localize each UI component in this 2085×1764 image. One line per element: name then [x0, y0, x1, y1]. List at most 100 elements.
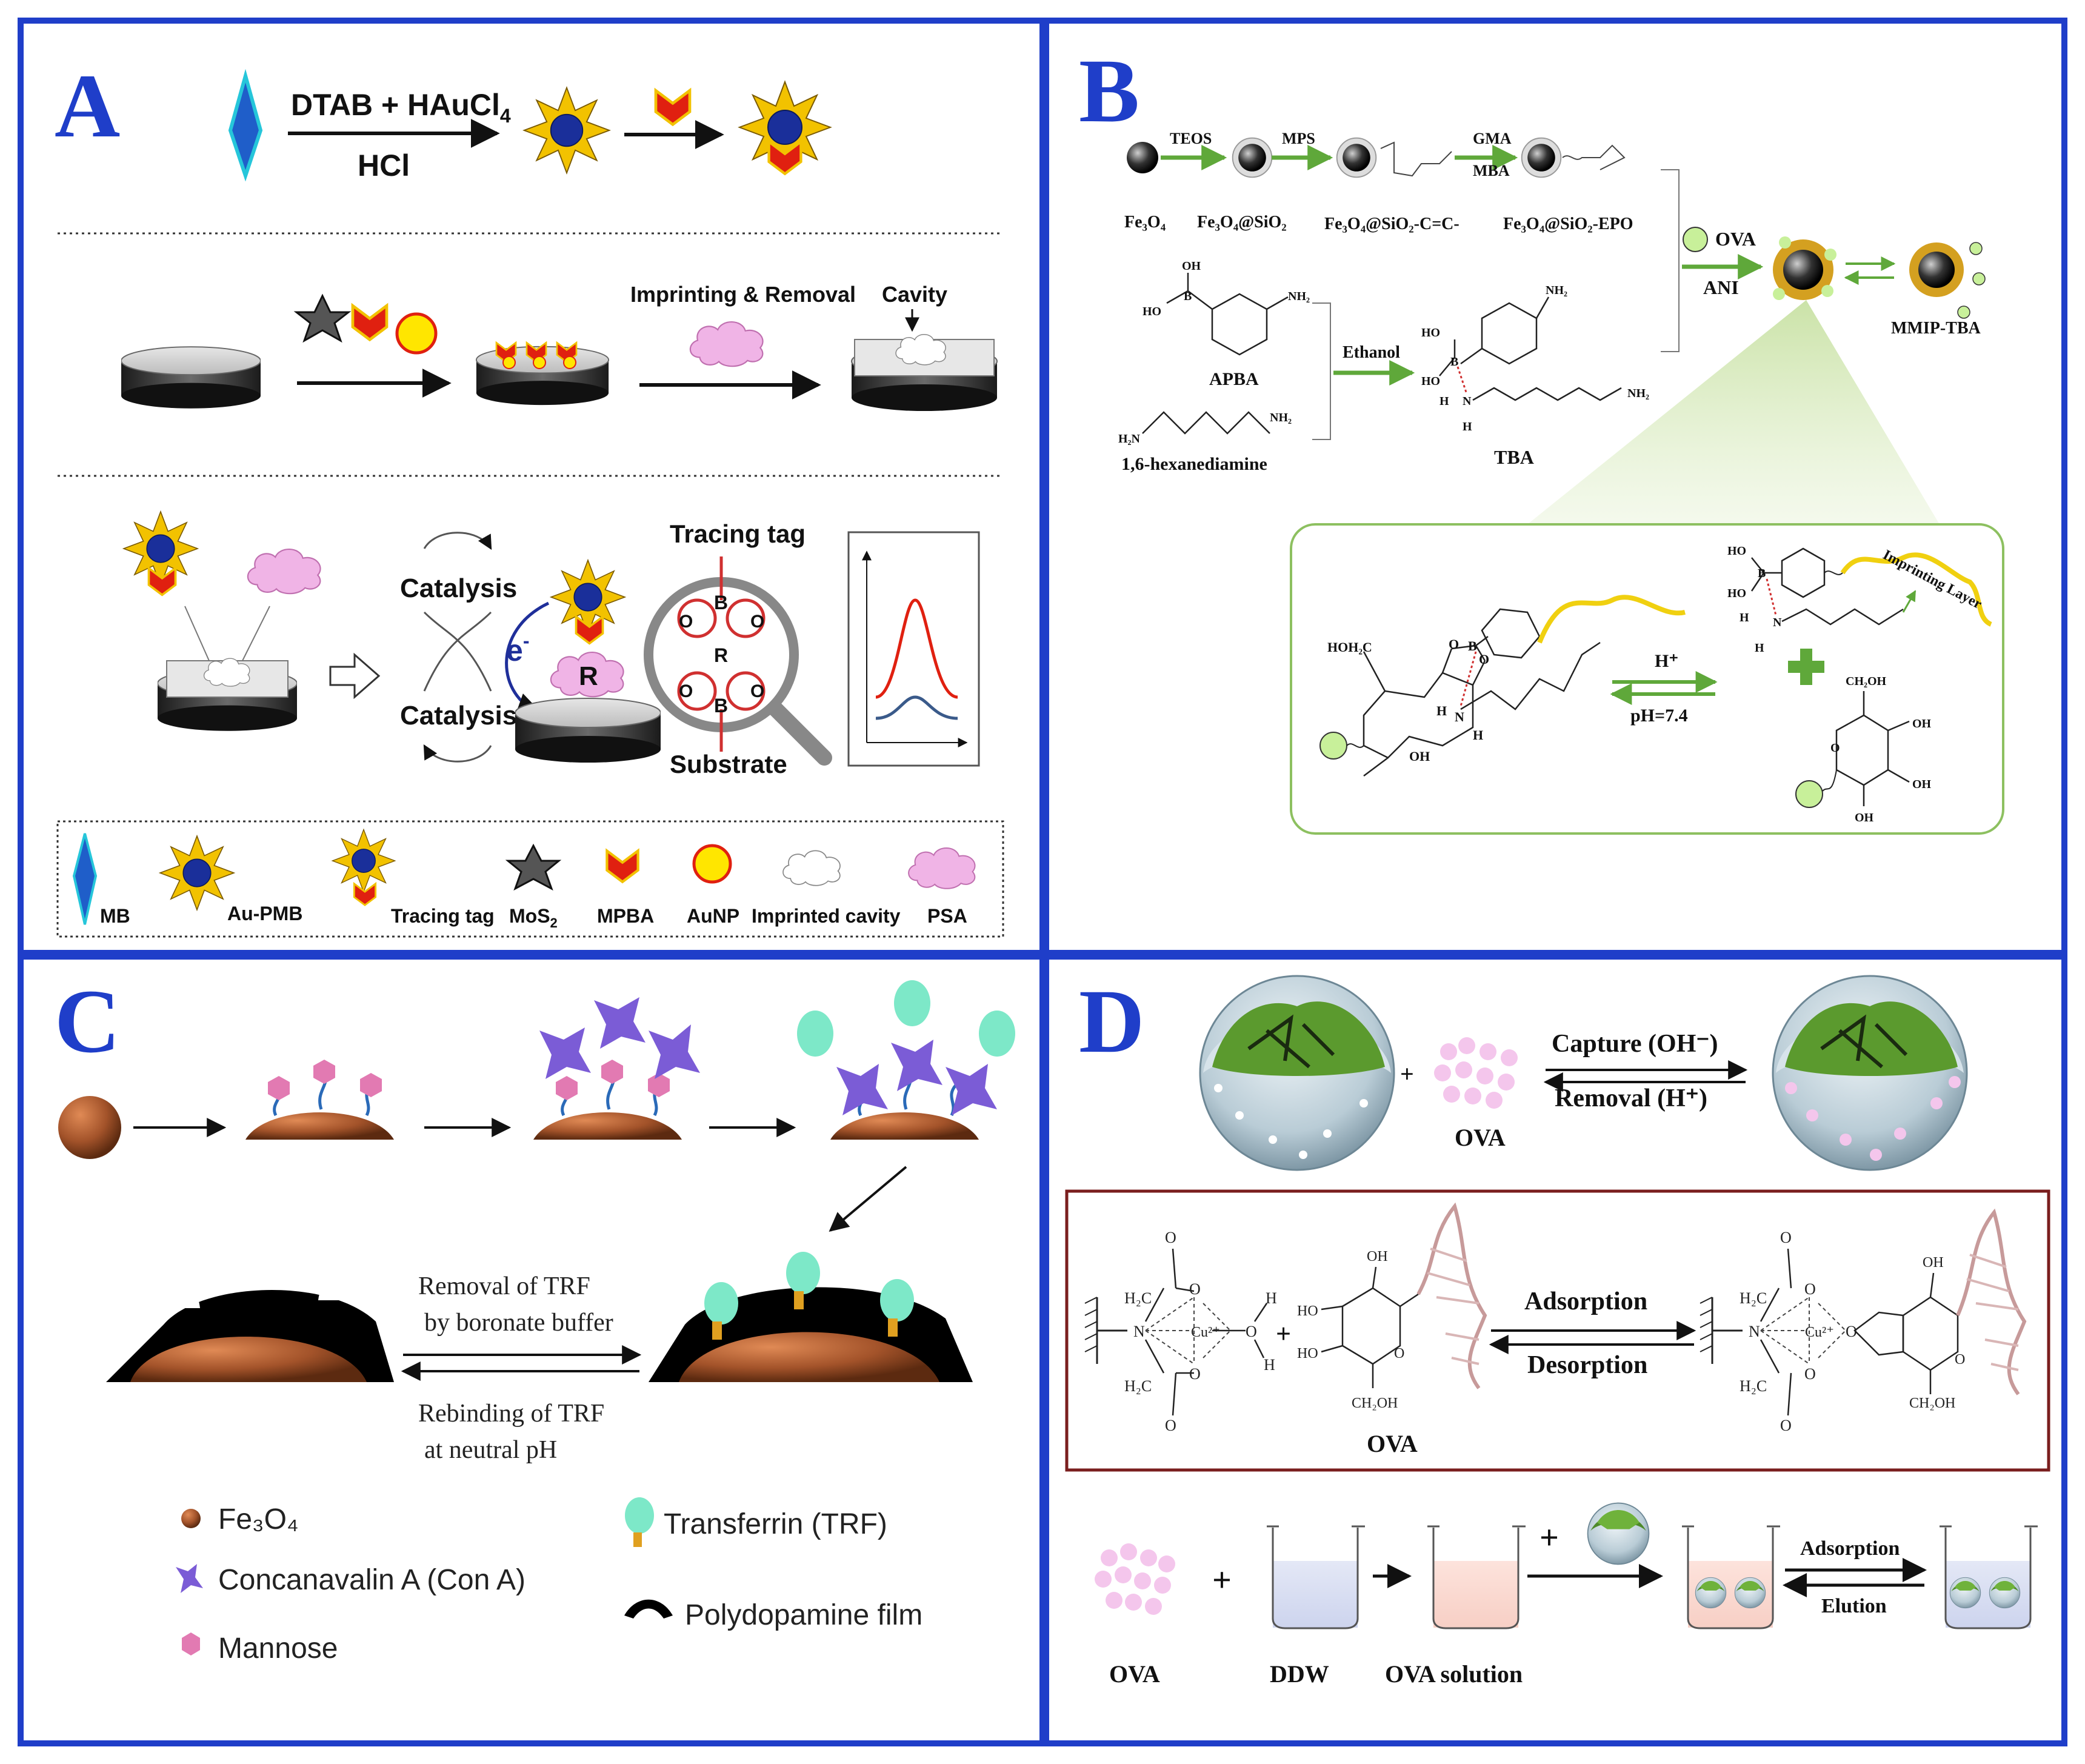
bead-cona: [533, 997, 700, 1140]
label-h-plus: H⁺: [1655, 651, 1678, 671]
cycle-arrow-mid: [423, 611, 492, 692]
atom-oh-r2: OH: [1912, 778, 1932, 791]
atom-r-h2: H: [1755, 641, 1764, 655]
aunp-icon: [395, 312, 438, 355]
step-mps: MPS: [1282, 130, 1315, 147]
svg-text:Polydopamine film: Polydopamine film: [685, 1599, 922, 1631]
beaker-ddw: [1266, 1525, 1366, 1629]
atom-o-d7: O: [1780, 1417, 1792, 1434]
atom-oh-sugar1: OH: [1367, 1249, 1388, 1265]
electron-transfer-arrow: [505, 601, 550, 717]
atom-h2c-4: H₂C: [1740, 1377, 1767, 1395]
panel-b-letter: B: [1079, 41, 1139, 141]
mos2-star-icon: [293, 293, 352, 343]
label-adsorption-bottom: Adsorption: [1800, 1537, 1900, 1560]
tracing-tag-icon: [123, 511, 198, 596]
label-ova-solution: OVA solution: [1385, 1660, 1523, 1688]
cu-complex-left: [1084, 1248, 1268, 1416]
atom-tba-nh2: NH₂: [1546, 284, 1567, 297]
atom-h2c-3: H₂C: [1740, 1289, 1767, 1307]
svg-text:Fe₃O₄: Fe₃O₄: [218, 1503, 299, 1535]
atom-o-left2: O: [1479, 652, 1489, 667]
label-hexanediamine: 1,6-hexanediamine: [1121, 454, 1267, 474]
ring-center: R: [714, 644, 728, 666]
panel-b: B TEOS MPS GMA MBA Fe₃O₄ Fe₃O₄@SiO₂ Fe₃O…: [1079, 41, 2004, 835]
bead-trf: [797, 980, 1015, 1140]
rebinding-line-2: at neutral pH: [424, 1436, 557, 1464]
svg-text:MoS2: MoS2: [509, 905, 558, 930]
panel-a: A DTAB + HAuCl4 HCl: [55, 56, 1004, 938]
atom-oh-r3: OH: [1855, 811, 1874, 824]
svg-text:MB: MB: [100, 905, 130, 927]
step-mba: MBA: [1473, 162, 1510, 179]
atom-r-h1: H: [1740, 611, 1749, 624]
plus-sign-2: +: [1276, 1319, 1291, 1349]
atom-h2c-2: H₂C: [1124, 1377, 1152, 1395]
atom-tba-h2: H: [1463, 420, 1472, 433]
atom-r-ho: HO: [1727, 544, 1746, 558]
label-ova-mid: OVA: [1367, 1430, 1418, 1457]
signal-electrode: R: [515, 560, 661, 763]
atom-o-left1: O: [1449, 636, 1459, 652]
atom-cu-2: Cu²⁺: [1805, 1325, 1834, 1340]
atom-o-d1: O: [1165, 1229, 1176, 1246]
modified-electrode: [476, 341, 609, 406]
zoom-left-structure: [1319, 595, 1686, 777]
atom-n-d: N: [1133, 1323, 1145, 1340]
mmip-particle-free: [1909, 242, 1986, 319]
svg-text:R: R: [579, 661, 598, 691]
atom-tba-nh2-end: NH₂: [1627, 387, 1649, 400]
atom-apba-oh: OH: [1182, 259, 1201, 273]
electrode-disc: [121, 346, 261, 409]
atom-oh-r1: OH: [1912, 717, 1932, 730]
label-fe3o4-sio2-cc: Fe₃O₄@SiO₂-C=C-: [1324, 215, 1460, 233]
atom-apba-ho: HO: [1143, 305, 1161, 318]
label-ova-top: OVA: [1455, 1124, 1506, 1151]
label-fe3o4-sio2-epo: Fe₃O₄@SiO₂-EPO: [1503, 215, 1633, 233]
atom-cu-1: Cu²⁺: [1191, 1325, 1220, 1340]
zoom-right-structure: [1750, 547, 1992, 808]
ring-oxygen-3: O: [679, 681, 693, 701]
ova-icon: [1683, 227, 1708, 252]
label-apba: APBA: [1209, 369, 1259, 389]
label-ddw: DDW: [1270, 1660, 1329, 1688]
label-desorption-mid: Desorption: [1527, 1351, 1647, 1379]
connector-right: [242, 606, 270, 661]
mpba-chevron-icon: [353, 306, 387, 339]
atom-h2n: H₂N: [1118, 432, 1141, 446]
panel-c-legend: Fe₃O₄ Concanavalin A (Con A) Mannose Tra…: [176, 1497, 922, 1665]
atom-o-r: O: [1830, 741, 1840, 755]
ring-oxygen-2: O: [750, 612, 764, 632]
mip-sphere-small: [1587, 1502, 1650, 1565]
label-capture: Capture (OH⁻): [1552, 1030, 1718, 1058]
atom-n-left: N: [1455, 709, 1464, 724]
atom-ch2oh-r: CH₂OH: [1846, 675, 1887, 688]
svg-text:Au-PMB: Au-PMB: [227, 903, 302, 924]
svg-text:AuNP: AuNP: [687, 905, 739, 927]
ova-cluster-top: [1434, 1037, 1518, 1109]
atom-h-d1: H: [1266, 1289, 1277, 1307]
imprinted-bead: [106, 1259, 394, 1382]
mmip-particle-bound: [1773, 236, 1836, 300]
signal-plot-icon: [847, 531, 980, 767]
plus-sign-4: +: [1540, 1519, 1559, 1557]
imprinted-electrode: [850, 333, 998, 412]
svg-text:Transferrin (TRF): Transferrin (TRF): [664, 1508, 887, 1540]
beaker-ova: [1426, 1525, 1527, 1629]
imprinting-removal-label: Imprinting & Removal: [630, 282, 856, 307]
mip-sphere-left: [1199, 975, 1395, 1171]
atom-n-d2: N: [1749, 1323, 1760, 1340]
cu-complex-right: [1700, 1208, 2027, 1416]
au-pmb-star-icon: [523, 87, 610, 174]
magnifier-icon: [644, 556, 832, 766]
atom-ho-sugar2: HO: [1297, 1346, 1318, 1361]
atom-h-d2: H: [1264, 1356, 1275, 1374]
atom-o-d2: O: [1165, 1417, 1176, 1434]
svg-text:MPBA: MPBA: [597, 905, 654, 927]
label-elution: Elution: [1821, 1595, 1887, 1617]
fe3o4-bead: [58, 1096, 121, 1159]
tracing-tag-icon: [739, 81, 831, 174]
mpba-chevron-icon: [656, 90, 690, 124]
atom-r-ho2: HO: [1727, 587, 1746, 600]
synthesis-chain: [1127, 137, 1626, 178]
